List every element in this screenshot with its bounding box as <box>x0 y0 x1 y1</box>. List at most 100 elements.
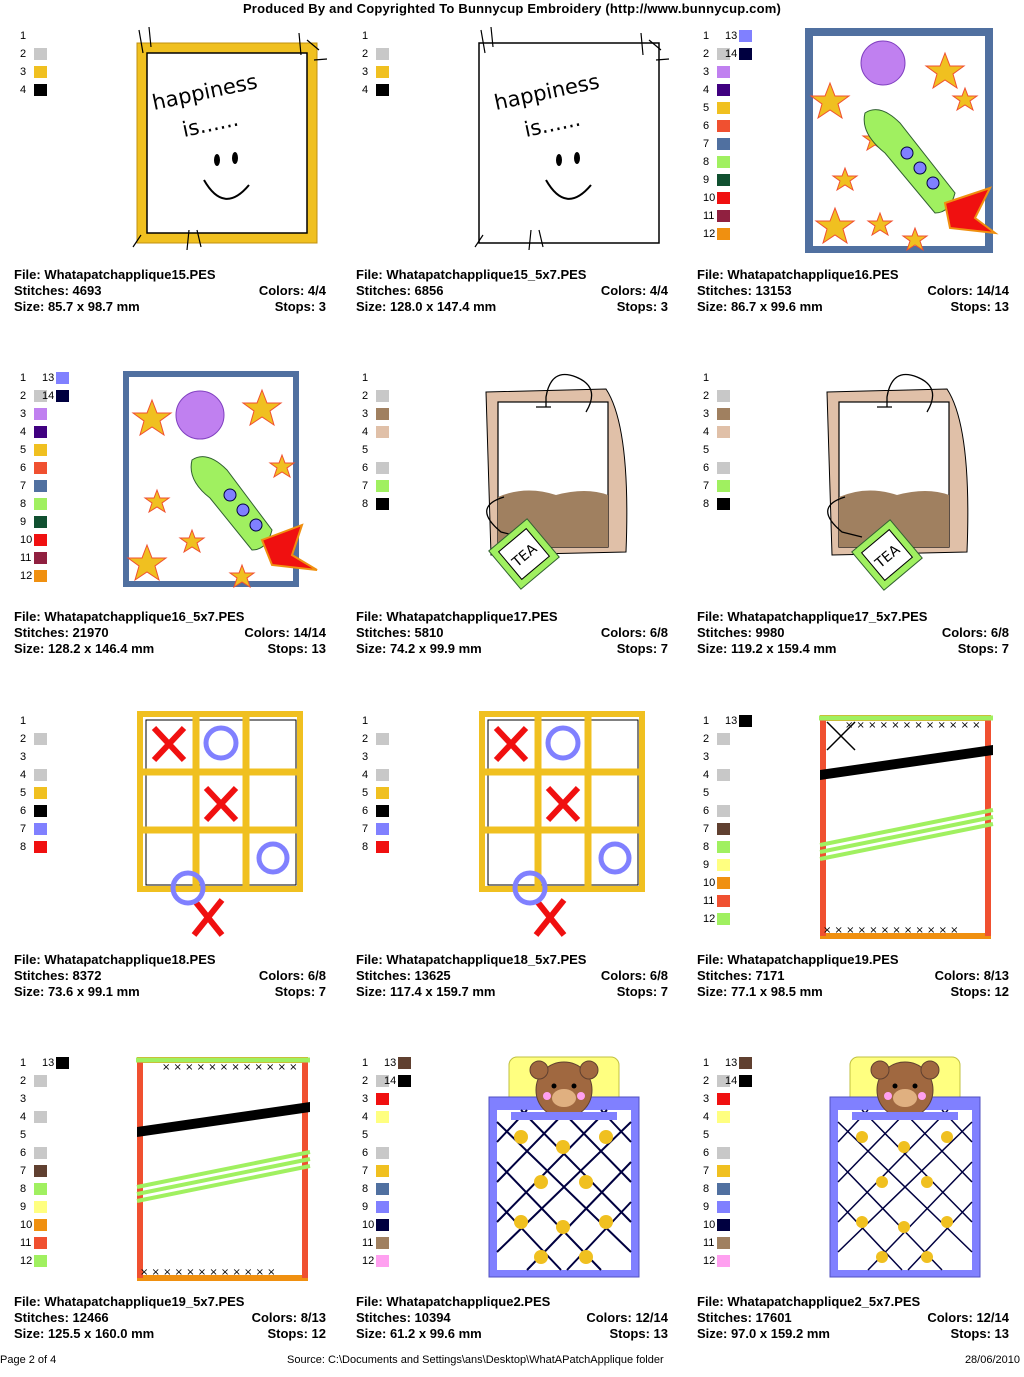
file-name: File: Whatapatchapplique19_5x7.PES <box>14 1294 245 1309</box>
color-chip <box>376 787 389 799</box>
color-number: 7 <box>703 1165 710 1177</box>
color-number: 9 <box>703 174 710 186</box>
color-number: 9 <box>703 1201 710 1213</box>
svg-text:× × × × × × × × × × × ×: × × × × × × × × × × × × <box>162 1062 298 1073</box>
color-number: 7 <box>362 1165 369 1177</box>
color-swatch: 12 <box>20 570 60 588</box>
color-swatch: 5 <box>362 1129 402 1147</box>
color-number: 8 <box>362 498 369 510</box>
color-count: Colors: 8/13 <box>934 968 1009 983</box>
color-count: Colors: 14/14 <box>244 625 326 640</box>
color-number: 2 <box>362 733 369 745</box>
color-swatch: 3 <box>362 408 402 426</box>
color-chip <box>717 805 730 817</box>
stitch-count: Stitches: 9980 <box>697 625 785 640</box>
color-swatch: 6 <box>703 120 743 138</box>
color-chip <box>34 480 47 492</box>
color-chip <box>376 733 389 745</box>
color-chip <box>717 192 730 204</box>
color-number: 3 <box>703 1093 710 1105</box>
color-number: 9 <box>20 516 27 528</box>
color-chip <box>717 210 730 222</box>
color-number: 4 <box>20 84 27 96</box>
color-count: Colors: 14/14 <box>927 283 1009 298</box>
color-chip <box>717 751 730 763</box>
color-chip <box>717 1201 730 1213</box>
color-swatch: 9 <box>703 1201 743 1219</box>
color-chip <box>34 426 47 438</box>
color-number: 13 <box>725 30 738 42</box>
color-chip <box>34 805 47 817</box>
color-swatch: 14 <box>42 390 82 408</box>
color-count: Colors: 6/8 <box>600 968 668 983</box>
color-swatch-column: 13 <box>42 1057 82 1075</box>
color-swatch: 9 <box>20 1201 60 1219</box>
color-swatch: 11 <box>20 552 60 570</box>
color-number: 6 <box>703 1147 710 1159</box>
color-chip <box>376 1201 389 1213</box>
color-swatch: 1 <box>362 715 402 733</box>
color-swatch: 7 <box>362 480 402 498</box>
color-chip <box>717 877 730 889</box>
color-swatch: 4 <box>362 426 402 444</box>
color-swatch: 4 <box>703 426 743 444</box>
color-swatch: 8 <box>703 841 743 859</box>
color-swatch: 11 <box>362 1237 402 1255</box>
stop-count: Stops: 7 <box>616 984 668 999</box>
color-chip <box>376 498 389 510</box>
color-number: 5 <box>362 787 369 799</box>
color-number: 6 <box>703 462 710 474</box>
color-swatch: 10 <box>362 1219 402 1237</box>
color-chip <box>376 48 389 60</box>
file-name: File: Whatapatchapplique18.PES <box>14 952 216 967</box>
color-chip <box>739 1075 752 1087</box>
color-chip <box>34 787 47 799</box>
color-swatch: 2 <box>703 1075 743 1093</box>
tictactoe-design-image <box>479 711 645 937</box>
color-number: 9 <box>20 1201 27 1213</box>
stitch-count: Stitches: 6856 <box>356 283 444 298</box>
color-swatch: 6 <box>362 1147 402 1165</box>
color-number: 8 <box>703 841 710 853</box>
color-swatch: 8 <box>362 498 402 516</box>
color-swatch: 1 <box>703 715 743 733</box>
stitch-count: Stitches: 8372 <box>14 968 102 983</box>
color-swatch: 13 <box>42 372 82 390</box>
color-chip <box>376 408 389 420</box>
color-swatch: 13 <box>725 715 765 733</box>
color-swatch: 2 <box>703 733 743 751</box>
color-chip <box>717 408 730 420</box>
color-number: 3 <box>362 408 369 420</box>
color-swatch: 10 <box>703 877 743 895</box>
color-swatch: 3 <box>703 751 743 769</box>
color-swatch: 8 <box>362 841 402 859</box>
color-number: 7 <box>20 480 27 492</box>
color-swatch: 3 <box>703 1093 743 1111</box>
color-number: 7 <box>703 480 710 492</box>
color-chip <box>376 751 389 763</box>
color-chip <box>717 156 730 168</box>
color-number: 3 <box>362 751 369 763</box>
color-number: 5 <box>20 787 27 799</box>
color-chip <box>34 1219 47 1231</box>
color-number: 14 <box>384 1075 397 1087</box>
color-number: 3 <box>20 66 27 78</box>
color-chip <box>376 84 389 96</box>
color-chip <box>34 408 47 420</box>
color-swatch: 7 <box>703 138 743 156</box>
bear-bed-design-image <box>488 1056 640 1278</box>
color-chip <box>376 480 389 492</box>
color-number: 10 <box>703 192 716 204</box>
color-swatch: 1 <box>20 715 60 733</box>
file-name: File: Whatapatchapplique2_5x7.PES <box>697 1294 921 1309</box>
color-swatch: 12 <box>20 1255 60 1273</box>
color-swatch: 5 <box>20 444 60 462</box>
color-swatch: 7 <box>703 823 743 841</box>
